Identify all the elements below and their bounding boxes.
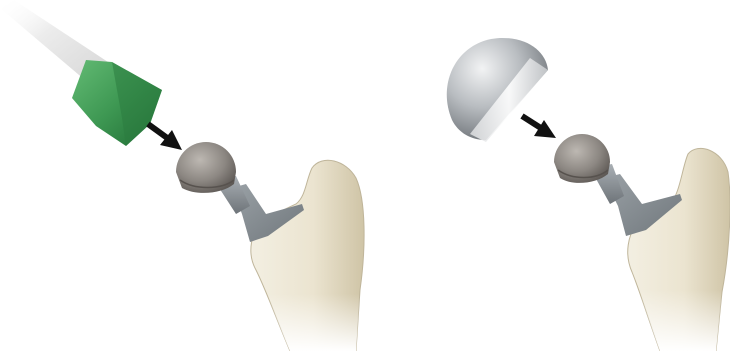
- arrow-left: [148, 124, 182, 150]
- trial-head-right: [554, 134, 610, 183]
- left-panel: [0, 0, 364, 351]
- arrow-right: [522, 116, 556, 138]
- right-panel: [447, 38, 730, 351]
- trial-head-left: [176, 142, 236, 193]
